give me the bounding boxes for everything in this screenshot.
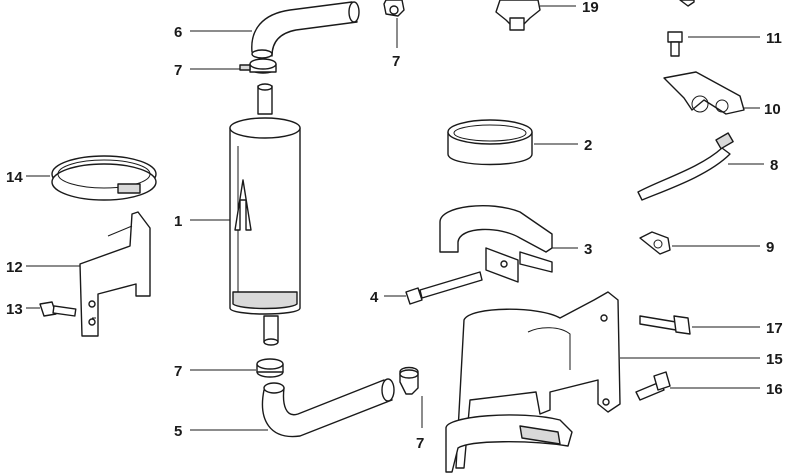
callout-1: 1: [174, 213, 230, 230]
bolt-part-17: [639, 315, 691, 335]
clip-part-19: [495, 0, 541, 31]
callout-label-17: 17: [766, 320, 783, 337]
callout-7-lower: 7: [174, 363, 256, 380]
callout-9: 9: [672, 239, 774, 256]
callout-label-7b: 7: [392, 53, 400, 70]
hose-clamp-upper-part-7: [239, 58, 277, 74]
callout-14: 14: [6, 169, 50, 186]
hose-lower-part-5: [261, 378, 395, 438]
hose-clamp-right-part-7: [399, 366, 419, 395]
rubber-ring-part-2: [447, 119, 533, 166]
callout-label-13: 13: [6, 301, 23, 318]
bracket-clip-part-10: [663, 71, 745, 115]
clip-part-fragment: [679, 0, 695, 7]
callout-7-top: 7: [392, 18, 400, 70]
bracket-part-12: [79, 211, 151, 337]
callout-15: 15: [620, 351, 783, 368]
callout-12: 12: [6, 259, 80, 276]
callout-7-upper: 7: [174, 62, 240, 79]
hose-clamp-top-part-7: [383, 0, 405, 17]
callout-11: 11: [688, 30, 782, 47]
screw-part-11: [667, 31, 683, 57]
callout-label-1: 1: [174, 213, 182, 230]
callout-2: 2: [534, 137, 592, 154]
callout-label-5: 5: [174, 423, 182, 440]
clip-part-9: [639, 231, 671, 255]
callout-label-16: 16: [766, 381, 783, 398]
callout-7-right: 7: [416, 396, 424, 452]
callout-label-19: 19: [582, 0, 599, 16]
callout-label-11: 11: [766, 30, 782, 47]
strap-clamp-part-3: [439, 205, 553, 283]
callout-16: 16: [670, 381, 783, 398]
callout-6: 6: [174, 24, 252, 41]
callout-3: 3: [552, 241, 592, 258]
holder-bracket-part-15: [445, 291, 621, 473]
callout-4: 4: [370, 289, 406, 306]
callout-label-10: 10: [764, 101, 781, 118]
fuel-filter-part-1: [229, 83, 301, 346]
callout-10: 10: [744, 101, 781, 118]
cable-tie-part-8: [637, 132, 734, 201]
callout-8: 8: [728, 157, 778, 174]
callout-19: 19: [540, 0, 599, 16]
bolt-part-16: [635, 371, 671, 401]
callout-label-2: 2: [584, 137, 592, 154]
callout-13: 13: [6, 301, 40, 318]
callout-label-12: 12: [6, 259, 23, 276]
callout-label-7a: 7: [174, 62, 182, 79]
callout-label-4: 4: [370, 289, 379, 306]
screw-part-13: [39, 301, 77, 317]
callout-label-15: 15: [766, 351, 783, 368]
bolt-part-4: [405, 271, 483, 305]
callout-label-6: 6: [174, 24, 182, 41]
callout-5: 5: [174, 423, 268, 440]
callout-label-3: 3: [584, 241, 592, 258]
callout-17: 17: [692, 320, 783, 337]
callout-label-14: 14: [6, 169, 23, 186]
callout-label-7d: 7: [416, 435, 424, 452]
hose-clamp-lower-part-7: [256, 358, 284, 378]
band-clamp-part-14: [51, 155, 157, 201]
callout-label-8: 8: [770, 157, 778, 174]
hose-upper-part-6: [251, 1, 360, 59]
callout-label-7c: 7: [174, 363, 182, 380]
callout-label-9: 9: [766, 239, 774, 256]
